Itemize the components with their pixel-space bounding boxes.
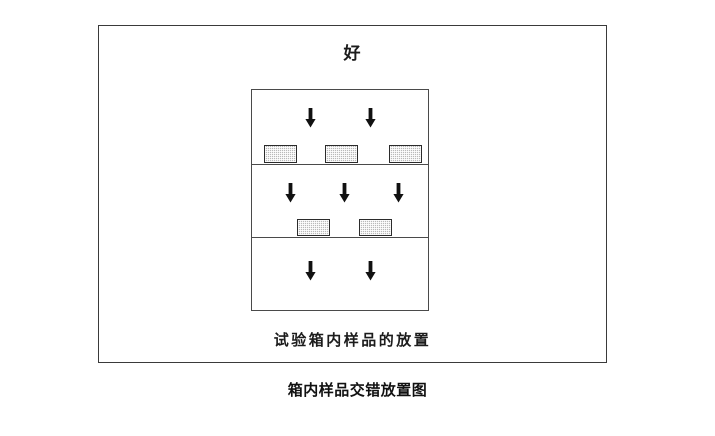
arrow-r1-2 — [365, 108, 376, 128]
test-chamber — [251, 89, 429, 311]
block-r1-3 — [389, 145, 422, 163]
shelf-divider-1 — [252, 164, 428, 165]
chamber-caption: 试验箱内样品的放置 — [273, 331, 432, 349]
block-r2-1 — [297, 219, 330, 236]
arrow-r2-1 — [285, 183, 296, 203]
outer-frame: 好 — [98, 25, 607, 363]
arrow-r3-1 — [305, 261, 316, 281]
arrow-r2-2 — [339, 183, 350, 203]
block-r1-1 — [264, 145, 297, 163]
arrow-r1-1 — [305, 108, 316, 128]
figure-caption: 箱内样品交错放置图 — [287, 381, 428, 399]
block-r2-2 — [359, 219, 392, 236]
arrow-r2-3 — [393, 183, 404, 203]
arrow-r3-2 — [365, 261, 376, 281]
good-label: 好 — [343, 44, 362, 64]
shelf-divider-2 — [252, 237, 428, 238]
block-r1-2 — [325, 145, 358, 163]
